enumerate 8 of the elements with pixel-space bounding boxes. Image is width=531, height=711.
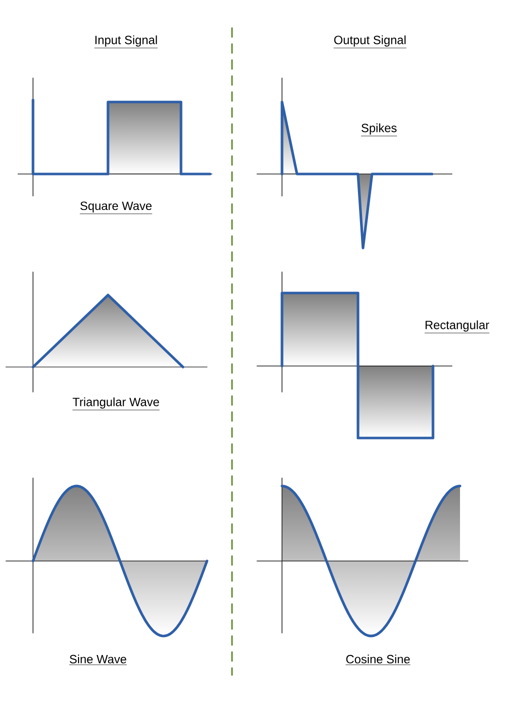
waveform-label: Cosine Sine (345, 654, 411, 665)
column-heading: Output Signal (333, 35, 407, 48)
waveform-label: Sine Wave (69, 654, 127, 665)
waveform-label: Spikes (360, 123, 398, 136)
waveform-label: Rectangular (424, 320, 490, 334)
waveform-label: Triangular Wave (72, 397, 160, 410)
waveform-label: Square Wave (80, 202, 152, 214)
column-heading: Input Signal (94, 35, 158, 48)
